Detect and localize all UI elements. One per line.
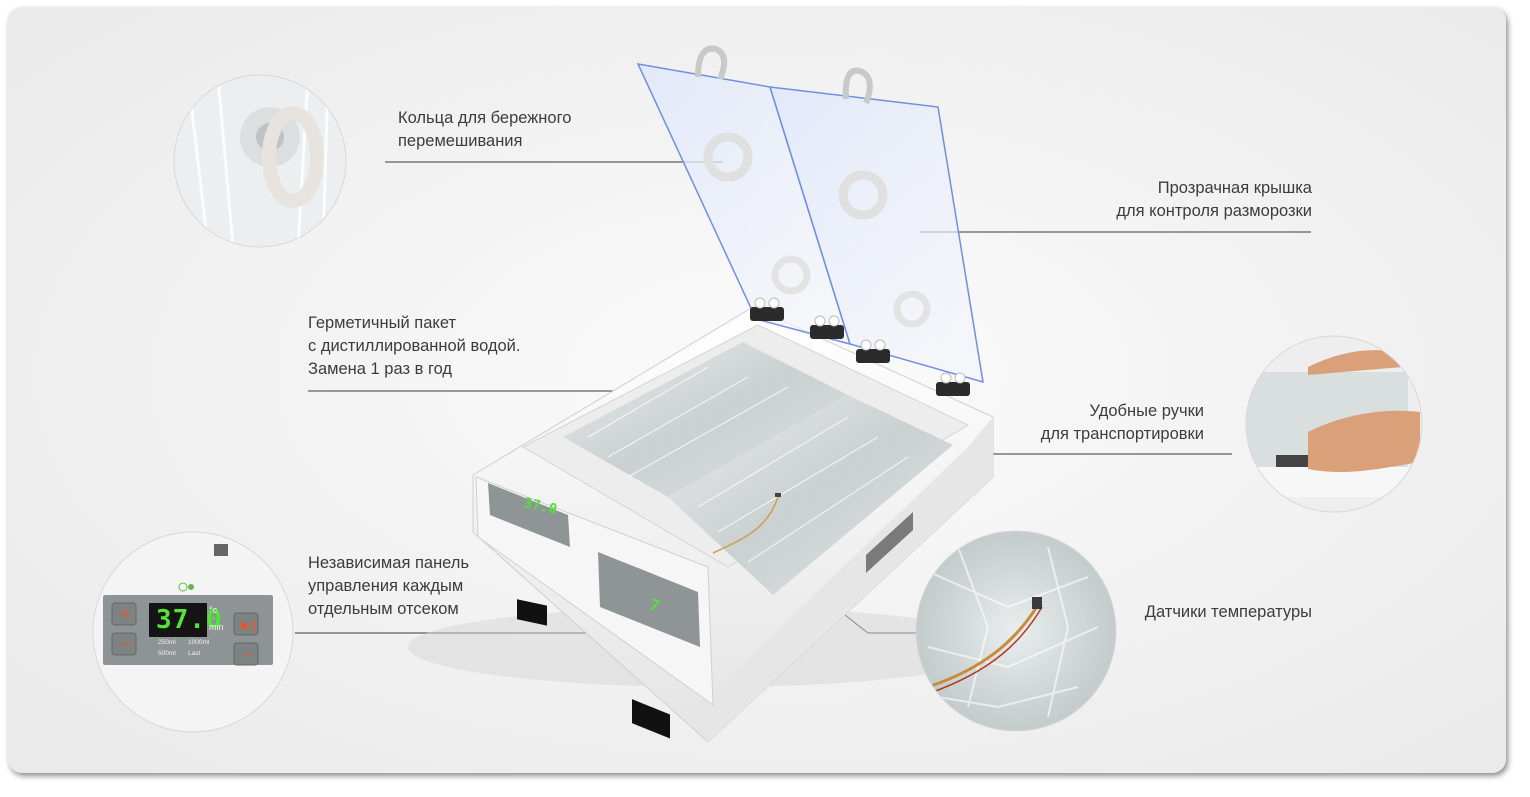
callout-rings-line-1: Кольца для бережного (398, 109, 572, 127)
product-showcase-card: 37.0 7 (8, 7, 1506, 773)
callout-handles: Удобные ручки для транспортировки (1041, 400, 1204, 446)
zoom-volume-500: 500ml (158, 650, 176, 657)
zoom-lcd-display: 37.0 (156, 605, 223, 635)
svg-text:+: + (119, 604, 132, 623)
callout-panel-line-1: Независимая панель (308, 554, 470, 572)
callout-panel-line-3: отдельным отсеком (308, 600, 459, 618)
thawing-device (408, 306, 1008, 743)
zoom-unit-min: min (209, 622, 224, 632)
callout-handles-line-2: для транспортировки (1040, 425, 1204, 443)
callout-sensors: Датчики температуры (1145, 601, 1312, 624)
callout-bag: Герметичный пакет с дистиллированной вод… (308, 312, 521, 381)
callout-panel: Независимая панель управления каждым отд… (308, 552, 469, 621)
svg-text:▶‖: ▶‖ (241, 618, 256, 632)
callout-bag-line-2: с дистиллированной водой. (308, 337, 521, 355)
svg-text:~: ~ (241, 647, 253, 663)
callout-lid-line-1: Прозрачная крышка (1157, 179, 1312, 197)
callout-panel-line-2: управления каждым (308, 577, 464, 595)
callout-sensors-line-1: Датчики температуры (1144, 603, 1312, 621)
zoom-volume-last: Last (188, 650, 201, 657)
callout-handles-line-1: Удобные ручки (1089, 402, 1204, 420)
zoom-unit-celsius: °c (209, 605, 218, 615)
zoom-handles-detail (1245, 335, 1423, 513)
device-display-left: 37.0 (522, 495, 558, 518)
zoom-sensor-detail (915, 530, 1117, 732)
callout-rings-line-2: перемешивания (398, 132, 523, 150)
zoom-volume-250: 250ml (158, 639, 176, 646)
zoom-volume-1000: 1000ml (188, 639, 210, 646)
callout-bag-line-3: Замена 1 раз в год (308, 360, 453, 378)
zoom-panel-detail: + − ▶‖ ~ (92, 531, 294, 733)
zoom-ring-detail (173, 74, 347, 248)
transparent-lids (636, 45, 984, 396)
callout-bag-line-1: Герметичный пакет (308, 314, 457, 332)
device-illustration: 37.0 7 (92, 45, 1423, 743)
callout-rings: Кольца для бережного перемешивания (398, 107, 571, 153)
svg-text:−: − (119, 634, 132, 653)
callout-lid: Прозрачная крышка для контроля разморозк… (1116, 177, 1312, 223)
callout-lid-line-2: для контроля разморозки (1116, 202, 1312, 220)
